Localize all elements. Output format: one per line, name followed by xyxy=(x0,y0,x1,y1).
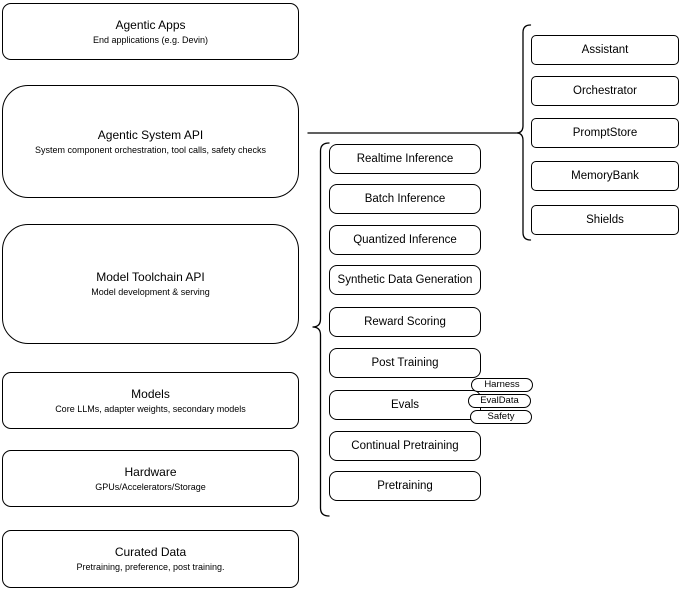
node-subtitle: GPUs/Accelerators/Storage xyxy=(95,481,206,492)
eval-tag-harness: Harness xyxy=(471,378,533,392)
node-model-toolchain-api: Model Toolchain API Model development & … xyxy=(2,224,299,344)
node-curated-data: Curated Data Pretraining, preference, po… xyxy=(2,530,299,588)
node-batch-inference: Batch Inference xyxy=(329,184,481,214)
node-pretraining: Pretraining xyxy=(329,471,481,501)
node-models: Models Core LLMs, adapter weights, secon… xyxy=(2,372,299,429)
node-synthetic-data-generation: Synthetic Data Generation xyxy=(329,265,481,295)
node-agentic-apps: Agentic Apps End applications (e.g. Devi… xyxy=(2,3,299,60)
eval-tag-evaldata: EvalData xyxy=(468,394,531,408)
node-title: Agentic System API xyxy=(97,127,204,142)
toolchain-brace xyxy=(312,142,330,517)
node-subtitle: Pretraining, preference, post training. xyxy=(76,562,225,572)
components-brace xyxy=(516,24,532,241)
node-title: Curated Data xyxy=(114,545,187,559)
node-reward-scoring: Reward Scoring xyxy=(329,307,481,337)
node-continual-pretraining: Continual Pretraining xyxy=(329,431,481,461)
node-hardware: Hardware GPUs/Accelerators/Storage xyxy=(2,450,299,507)
eval-tag-safety: Safety xyxy=(470,410,532,424)
node-title: Models xyxy=(131,386,170,401)
node-realtime-inference: Realtime Inference xyxy=(329,144,481,174)
node-evals: Evals xyxy=(329,390,481,420)
node-memorybank: MemoryBank xyxy=(531,161,679,191)
node-subtitle: End applications (e.g. Devin) xyxy=(92,34,209,45)
node-title: Hardware xyxy=(124,464,177,479)
node-title: Model Toolchain API xyxy=(96,270,205,284)
node-quantized-inference: Quantized Inference xyxy=(329,225,481,255)
node-agentic-system-api: Agentic System API System component orch… xyxy=(2,85,299,198)
node-orchestrator: Orchestrator xyxy=(531,76,679,106)
node-subtitle: System component orchestration, tool cal… xyxy=(34,144,267,155)
node-post-training: Post Training xyxy=(329,348,481,378)
node-promptstore: PromptStore xyxy=(531,118,679,148)
node-shields: Shields xyxy=(531,205,679,235)
node-assistant: Assistant xyxy=(531,35,679,65)
node-subtitle: Core LLMs, adapter weights, secondary mo… xyxy=(55,403,246,414)
node-title: Agentic Apps xyxy=(115,17,186,32)
node-subtitle: Model development & serving xyxy=(91,287,210,297)
